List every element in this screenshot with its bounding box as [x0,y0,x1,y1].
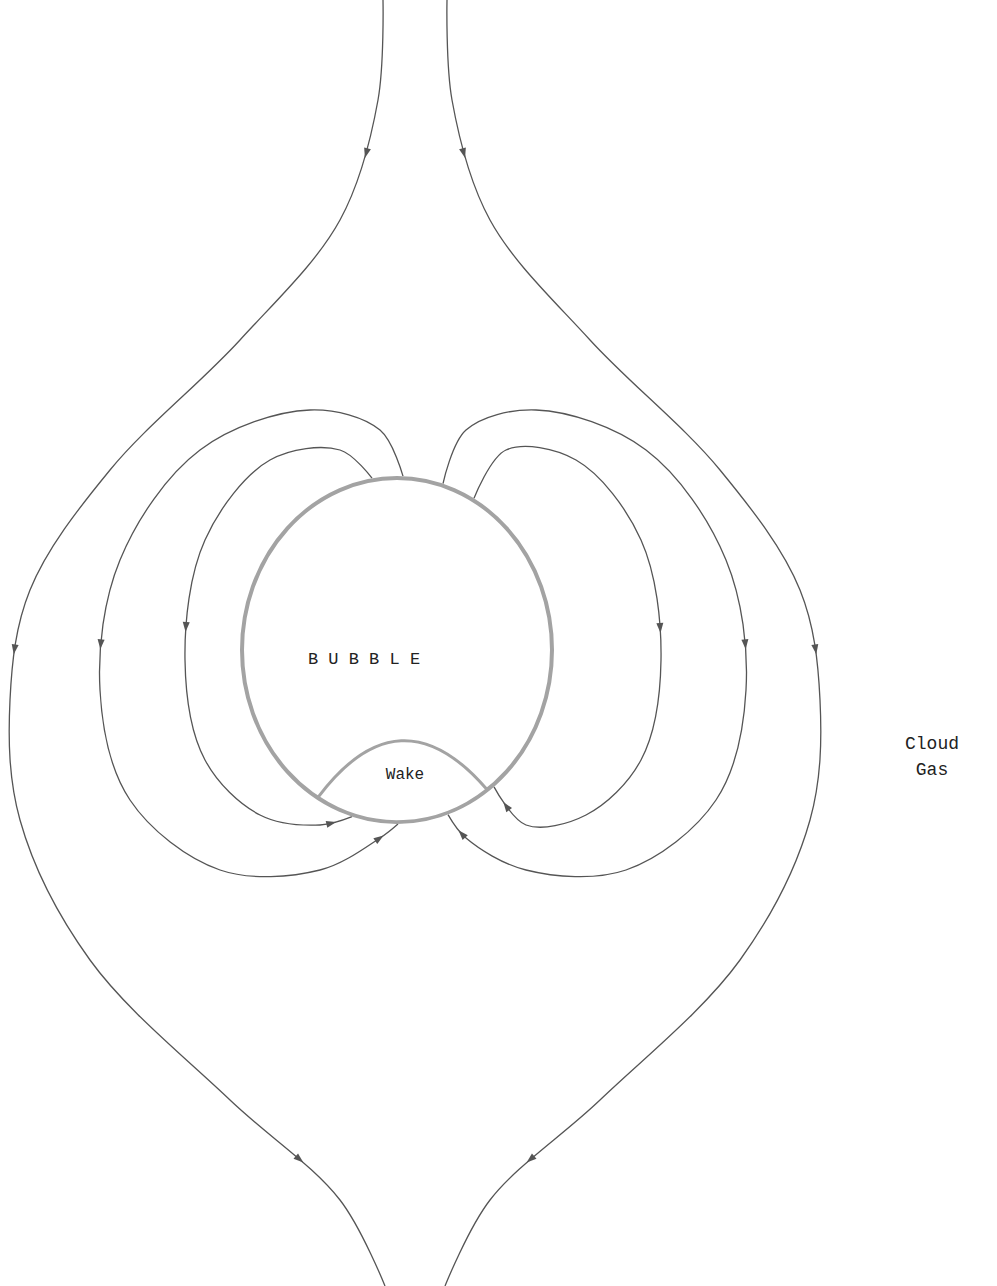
bubble-circle: B U B B L E Wake [240,476,554,824]
flow-arrowhead [500,800,512,812]
flow-arrowhead [293,1153,305,1165]
bubble-label: B U B B L E [308,650,420,670]
flow-arrowhead [459,147,468,159]
wake-label: Wake [386,766,424,785]
flow-arrowhead [741,639,749,650]
flow-arrowhead [362,147,371,159]
flow-arrowhead [656,623,664,633]
flow-arrowhead [456,828,468,840]
flow-arrowhead [97,639,105,650]
flow-arrowhead [811,644,819,655]
flow-arrowhead [373,833,385,844]
wake-outline [318,741,487,822]
flow-arrowhead [182,622,190,632]
bubble-outline [242,478,552,822]
flow-arrowhead [326,819,337,828]
flow-arrowhead [524,1153,536,1165]
wake-region: Wake [312,732,494,826]
region-label: Cloud Gas [900,731,964,783]
flow-arrowhead [10,644,18,655]
